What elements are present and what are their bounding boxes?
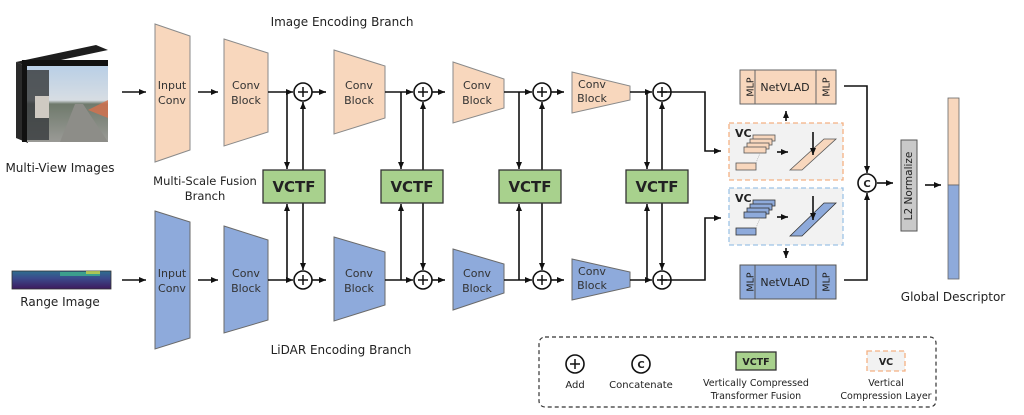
lidar-conv-block-3: Conv Block xyxy=(452,248,505,311)
svg-text:MLP: MLP xyxy=(746,77,757,96)
global-descriptor-bar xyxy=(947,97,960,280)
svg-text:Block: Block xyxy=(577,92,607,105)
vctf-label: VCTF xyxy=(272,178,315,196)
svg-text:Block: Block xyxy=(577,279,607,292)
svg-text:Concatenate: Concatenate xyxy=(609,380,673,391)
svg-text:Vertically Compressed: Vertically Compressed xyxy=(703,378,809,389)
lidar-branch-title: LiDAR Encoding Branch xyxy=(271,343,412,357)
svg-text:Block: Block xyxy=(344,94,374,107)
svg-text:Block: Block xyxy=(462,282,492,295)
netvlad-lidar: MLP NetVLAD MLP xyxy=(739,264,837,300)
lidar-conv-block-1: Conv Block xyxy=(223,225,269,334)
svg-text:Add: Add xyxy=(565,380,584,391)
vctf-label: VCTF xyxy=(635,178,678,196)
svg-text:C: C xyxy=(637,360,644,371)
svg-text:Conv: Conv xyxy=(578,78,606,91)
svg-text:L2 Normalize: L2 Normalize xyxy=(903,152,915,221)
multi-view-images-icon xyxy=(16,45,108,143)
legend-add: Add xyxy=(565,354,585,391)
image-conv-block-2: Conv Block xyxy=(333,49,386,135)
lidar-conv-block-4: Conv Block xyxy=(571,258,631,301)
svg-text:Block: Block xyxy=(231,94,261,107)
svg-text:C: C xyxy=(863,179,870,190)
svg-text:VCTF: VCTF xyxy=(742,357,769,368)
svg-text:Conv: Conv xyxy=(463,267,491,280)
fusion-branch-title-line1: Multi-Scale Fusion xyxy=(153,174,257,188)
svg-text:Compression Layer: Compression Layer xyxy=(840,391,931,402)
legend-vc: VC Vertical Compression Layer xyxy=(840,350,932,402)
svg-text:Conv: Conv xyxy=(345,79,373,92)
arrow xyxy=(844,85,870,173)
vctf-label: VCTF xyxy=(508,178,551,196)
svg-text:Conv: Conv xyxy=(578,265,606,278)
arrow xyxy=(660,91,721,154)
legend-concatenate: C Concatenate xyxy=(609,354,673,391)
svg-text:MLP: MLP xyxy=(822,272,833,291)
image-conv-block-3: Conv Block xyxy=(452,61,505,124)
global-descriptor-label: Global Descriptor xyxy=(901,290,1005,304)
vctf-block-3 xyxy=(498,169,562,204)
lidar-input-conv: Input Conv xyxy=(154,210,191,350)
legend-vctf: VCTF Vertically Compressed Transformer F… xyxy=(703,351,809,402)
vc-layer-lidar: VC xyxy=(728,187,844,246)
svg-text:Conv: Conv xyxy=(158,94,186,107)
arrow xyxy=(660,215,721,281)
svg-text:VC: VC xyxy=(879,357,893,368)
svg-text:NetVLAD: NetVLAD xyxy=(760,81,809,94)
svg-text:Conv: Conv xyxy=(463,79,491,92)
vctf-block-4 xyxy=(625,169,689,204)
svg-text:Transformer Fusion: Transformer Fusion xyxy=(710,391,801,402)
vctf-block-1 xyxy=(262,169,326,204)
svg-text:Conv: Conv xyxy=(345,267,373,280)
image-conv-block-4: Conv Block xyxy=(571,71,631,114)
image-branch-title: Image Encoding Branch xyxy=(271,15,414,29)
svg-text:VC: VC xyxy=(735,192,752,205)
netvlad-image: MLP NetVLAD MLP xyxy=(739,69,837,105)
vctf-label: VCTF xyxy=(390,178,433,196)
multi-view-images-label: Multi-View Images xyxy=(5,161,114,175)
range-image-icon xyxy=(11,270,112,290)
vc-layer-image: VC xyxy=(728,122,844,181)
svg-text:NetVLAD: NetVLAD xyxy=(760,276,809,289)
image-input-conv: Input Conv xyxy=(154,23,191,163)
l2-normalize-block: L2 Normalize xyxy=(900,139,918,232)
image-conv-block-1: Conv Block xyxy=(223,38,269,147)
svg-text:Block: Block xyxy=(231,282,261,295)
svg-text:Conv: Conv xyxy=(232,267,260,280)
fusion-branch-title-line2: Branch xyxy=(185,189,226,203)
legend: Add C Concatenate VCTF Vertically Compre… xyxy=(538,336,937,408)
svg-text:MLP: MLP xyxy=(746,272,757,291)
svg-text:Block: Block xyxy=(462,94,492,107)
range-image-label: Range Image xyxy=(20,295,99,309)
svg-text:Input: Input xyxy=(158,79,187,92)
svg-text:MLP: MLP xyxy=(822,77,833,96)
lidar-conv-block-2: Conv Block xyxy=(333,236,386,322)
svg-text:Conv: Conv xyxy=(232,79,260,92)
svg-text:VC: VC xyxy=(735,127,752,140)
svg-text:Conv: Conv xyxy=(158,282,186,295)
concatenate-op: C xyxy=(857,173,877,193)
svg-text:Vertical: Vertical xyxy=(868,378,904,389)
svg-text:Block: Block xyxy=(344,282,374,295)
vctf-block-2 xyxy=(380,169,444,204)
svg-text:Input: Input xyxy=(158,267,187,280)
arrow xyxy=(844,193,870,281)
